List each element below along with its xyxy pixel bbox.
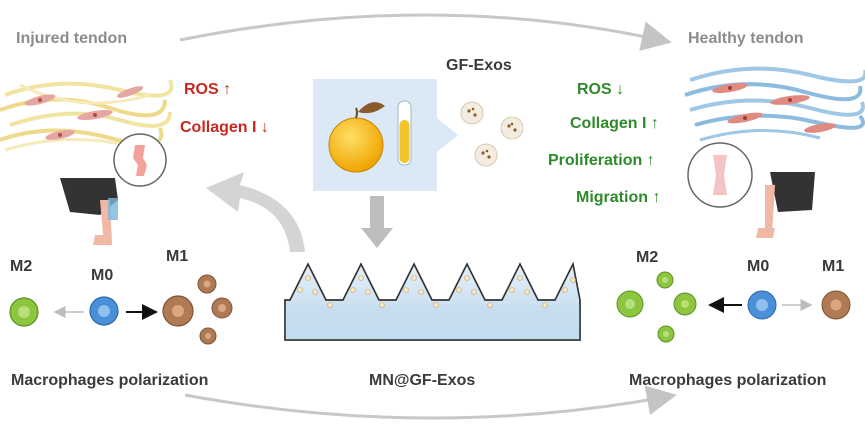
gf-exos-label: GF-Exos — [446, 57, 512, 74]
healthy-marker-migration: Migration ↑ — [576, 189, 661, 206]
injured-marker-ros: ROS ↑ — [184, 81, 232, 98]
injured-marker-collagen: Collagen I ↓ — [180, 119, 269, 136]
microneedle-caption: MN@GF-Exos — [369, 372, 476, 389]
bottom-curved-arrow — [184, 385, 677, 420]
left-m0-macrophage — [89, 296, 119, 326]
right-m1-label: M1 — [822, 258, 845, 275]
right-m1-macrophage — [821, 290, 851, 320]
down-arrow — [361, 196, 393, 248]
left-m0-label: M0 — [91, 267, 114, 284]
injured-leg — [60, 178, 118, 245]
right-m2-macrophages — [616, 271, 697, 343]
injured-tendon-title: Injured tendon — [16, 30, 128, 47]
left-m1-label: M1 — [166, 248, 189, 265]
treatment-arrow — [206, 172, 305, 252]
healthy-tendon-fibers — [684, 66, 865, 142]
healthy-marker-collagen: Collagen I ↑ — [570, 115, 659, 132]
healthy-leg — [756, 172, 815, 238]
left-macrophage-caption: Macrophages polarization — [11, 372, 209, 389]
right-m0-label: M0 — [747, 258, 770, 275]
injured-tendon-fibers — [0, 79, 174, 152]
left-m2-macrophage — [9, 297, 39, 327]
gf-exos-box — [313, 79, 458, 191]
healthy-marker-ros: ROS ↓ — [577, 81, 625, 98]
healthy-tendon-magnifier — [687, 142, 753, 208]
right-m0-macrophage — [747, 290, 777, 320]
exosome-particles — [460, 101, 524, 167]
top-curved-arrow — [179, 13, 672, 51]
healthy-marker-proliferation: Proliferation ↑ — [548, 152, 655, 169]
injured-tendon-magnifier — [113, 133, 167, 187]
left-m2-label: M2 — [10, 258, 33, 275]
microneedle-patch — [284, 261, 581, 341]
left-m1-macrophages — [162, 274, 233, 345]
right-macrophage-caption: Macrophages polarization — [629, 372, 827, 389]
healthy-tendon-title: Healthy tendon — [688, 30, 804, 47]
right-m2-label: M2 — [636, 249, 659, 266]
